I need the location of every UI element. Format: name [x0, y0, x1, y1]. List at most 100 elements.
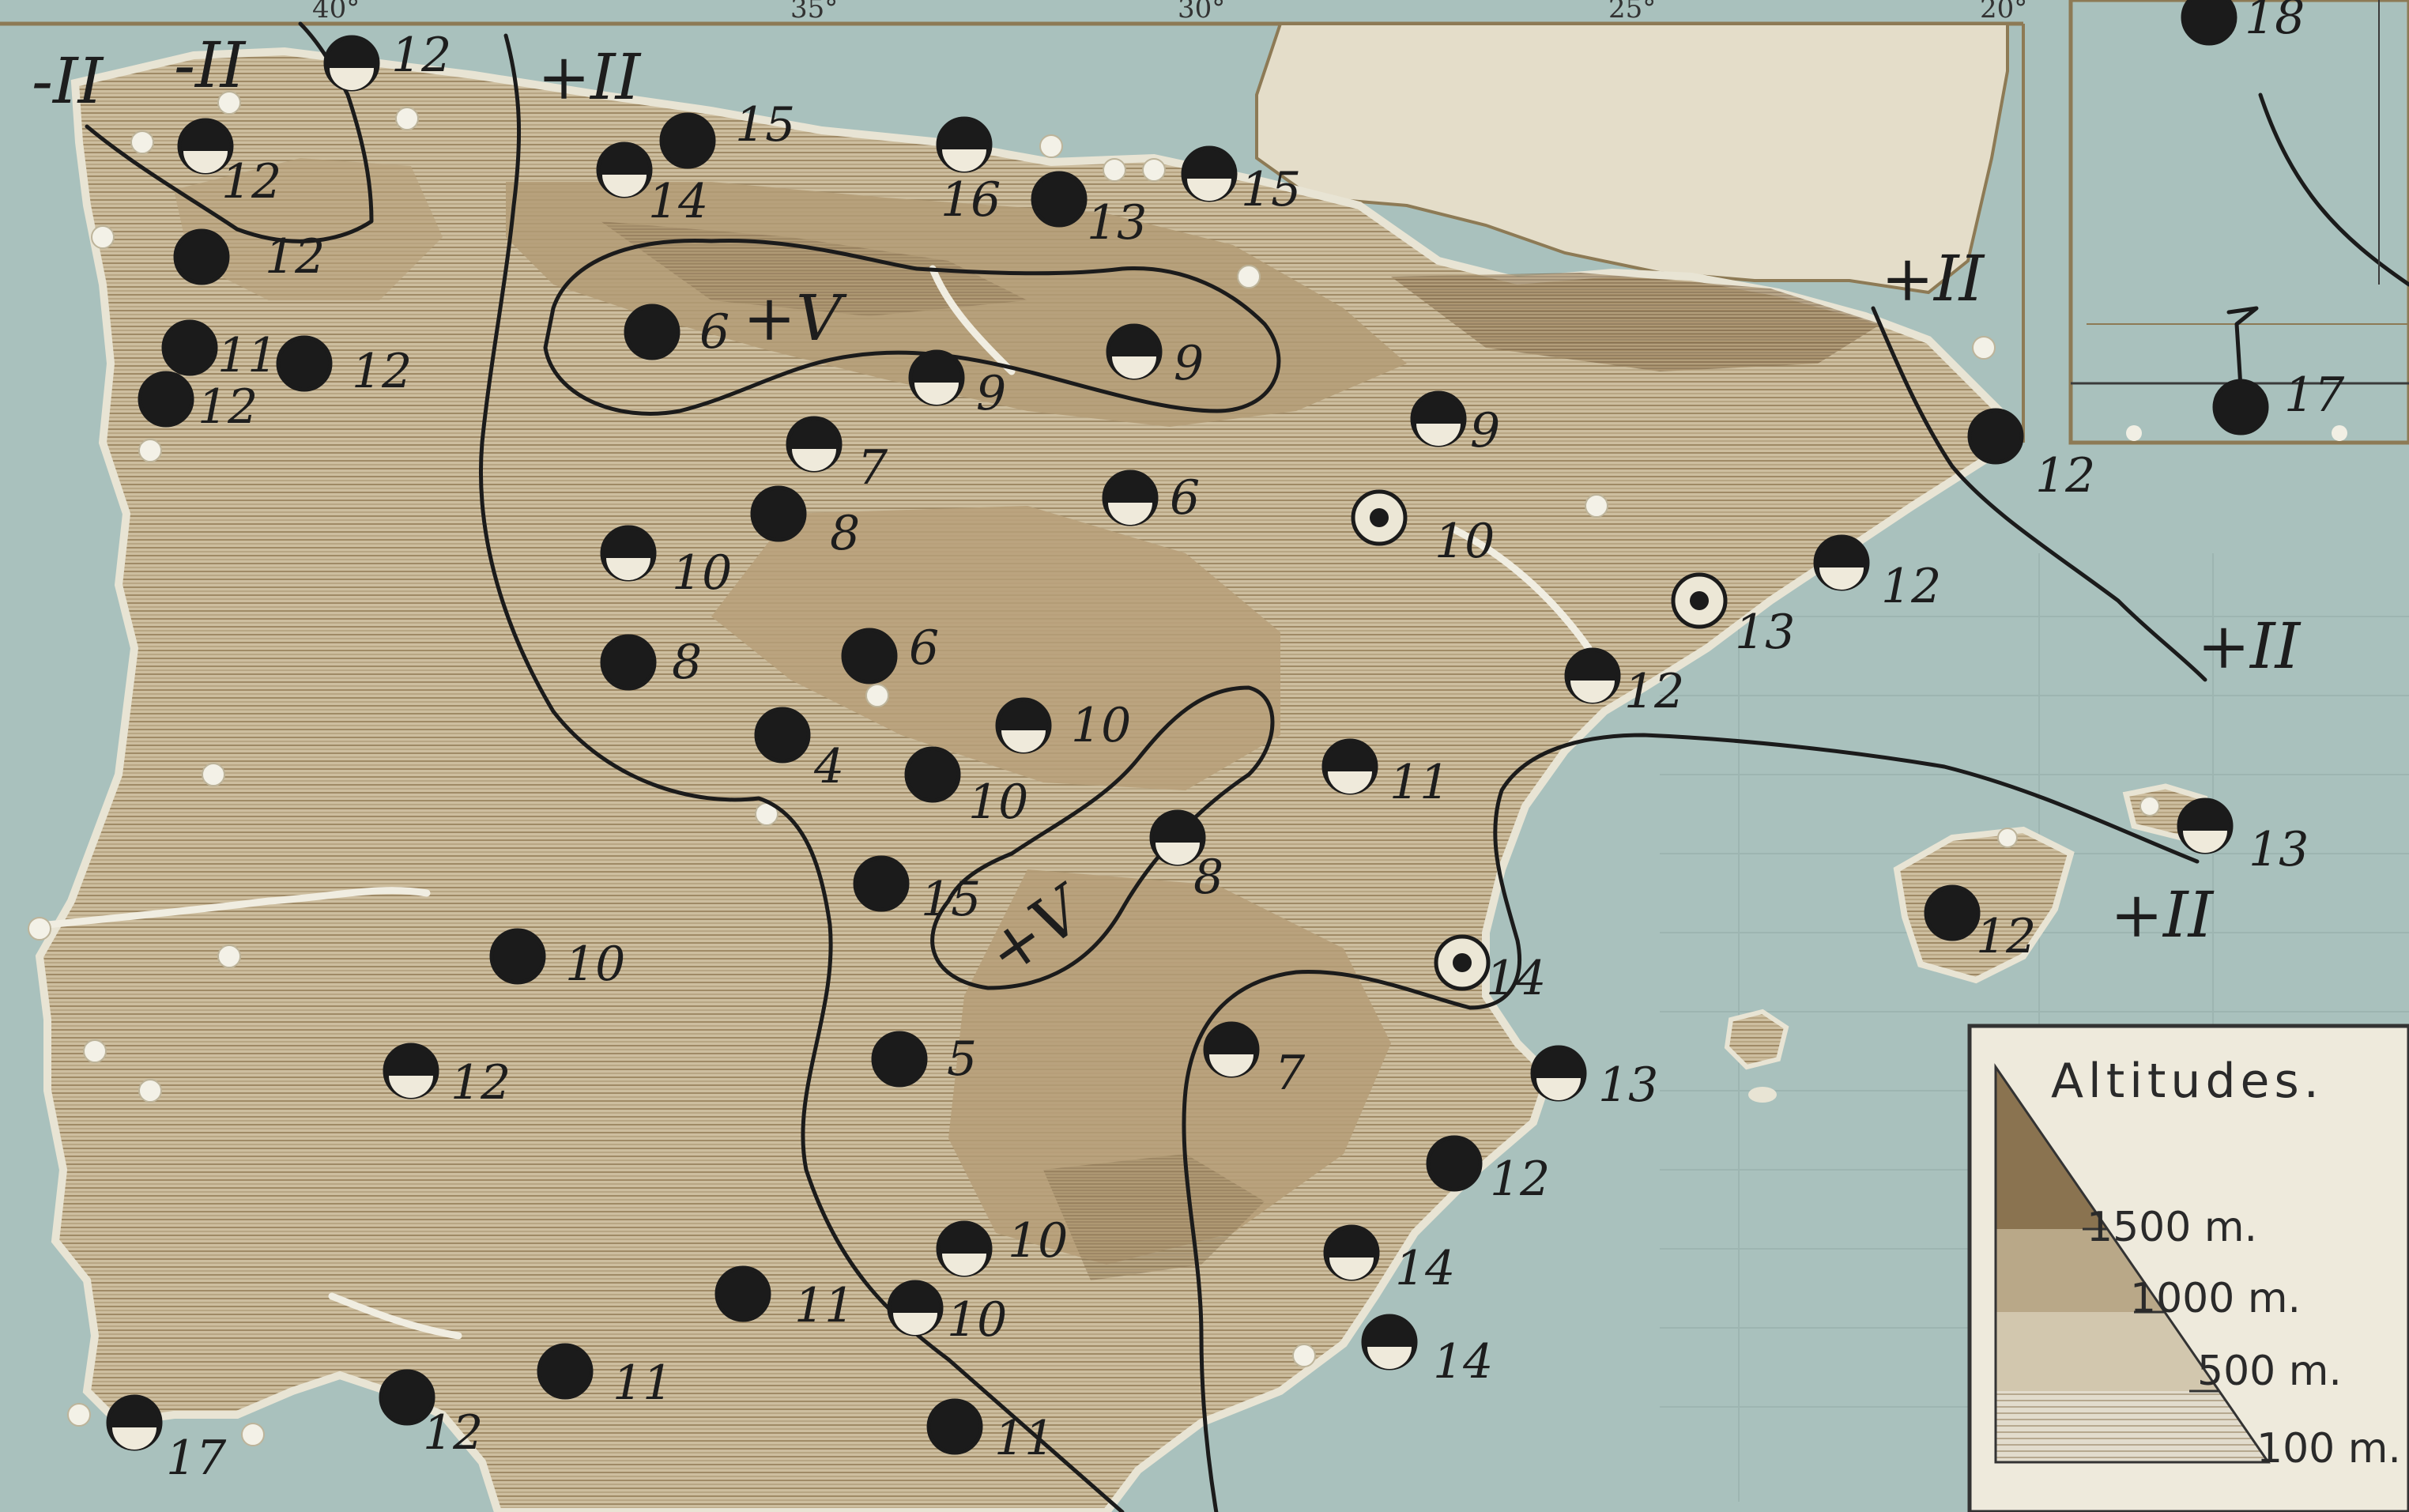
station-dot-core [1690, 591, 1709, 610]
station-value: 14 [648, 174, 708, 229]
station-marker: 15 [1181, 145, 1301, 217]
station-dot-half [1329, 1257, 1374, 1280]
station-value: 6 [909, 620, 939, 676]
degree-label: 25° [1608, 0, 1656, 25]
inset-map [2068, 0, 2409, 445]
station-dot-half [1108, 503, 1152, 525]
station-value: 8 [672, 635, 702, 690]
station-marker: 8 [750, 485, 860, 561]
station-dot-half [1001, 730, 1046, 752]
station-dot [714, 1265, 771, 1322]
degree-labels: 40° 35° 30° 25° 20° [312, 0, 2027, 25]
station-marker: 11 [1321, 738, 1450, 810]
station-dot-half [1416, 424, 1461, 446]
station-value: 10 [565, 937, 625, 992]
station-marker: 12 [1967, 408, 2095, 503]
station-dot-core [1453, 953, 1472, 972]
station-dot [1967, 408, 2024, 465]
degree-label: 20° [1980, 0, 2027, 25]
station-dot-half [1187, 179, 1231, 201]
station-value: 8 [830, 506, 860, 561]
station-value: 15 [1241, 162, 1301, 217]
station-value: 8 [1193, 850, 1223, 905]
degree-label: 35° [790, 0, 838, 25]
station-marker: 10 [995, 697, 1131, 754]
degree-label: 40° [312, 0, 360, 25]
station-dot-half [1209, 1054, 1254, 1076]
station-marker: 12 [173, 228, 325, 285]
legend-title: Altitudes. [2051, 1054, 2324, 1109]
station-dot [2212, 379, 2269, 436]
station-marker: 10 [600, 525, 732, 601]
station-dot [2181, 0, 2237, 46]
station-dot-half [942, 1254, 986, 1276]
station-marker: 11 [714, 1265, 854, 1333]
station-value: 11 [1389, 755, 1450, 810]
station-value: 12 [423, 1405, 483, 1461]
station-value: 13 [1087, 195, 1147, 251]
station-value: 10 [947, 1292, 1007, 1348]
station-dot-half [942, 149, 986, 172]
station-marker: 14 [1361, 1314, 1493, 1389]
legend-level-label: 1500 m. [2087, 1204, 2257, 1251]
station-value: 11 [217, 328, 277, 383]
station-dot [871, 1031, 928, 1088]
station-value: 12 [1976, 909, 2036, 964]
station-value: 6 [699, 304, 729, 360]
station-dot-half [1112, 356, 1156, 379]
station-dot-half [330, 68, 374, 90]
station-marker: 6 [624, 304, 729, 360]
degree-label: 30° [1178, 0, 1225, 25]
station-value: 5 [947, 1031, 977, 1087]
station-marker: 12 [1813, 534, 1941, 614]
station-dot-half [1536, 1078, 1581, 1100]
station-marker: 14 [596, 141, 708, 229]
isoline-plus-five-north [543, 238, 1281, 416]
isoline-plus-two-northeast [1871, 306, 2207, 682]
station-marker: 7 [786, 416, 888, 496]
station-marker: 10 [936, 1213, 1068, 1277]
station-marker: 13 [1671, 572, 1795, 660]
legend-level-label: 500 m. [2197, 1348, 2342, 1395]
station-dot-half [602, 175, 647, 197]
isoline-label: +II [537, 40, 642, 114]
station-value: 11 [794, 1278, 854, 1333]
station-marker: 9 [1106, 323, 1204, 391]
station-value: 10 [672, 545, 732, 601]
station-marker: 12 [276, 335, 412, 399]
isoline-plus-two-east [1182, 733, 2200, 1512]
station-value: 12 [451, 1055, 511, 1110]
station-dot [1924, 884, 1981, 941]
station-dot-half [112, 1427, 156, 1450]
station-dot [138, 371, 194, 428]
station-value: 12 [1490, 1152, 1550, 1207]
station-marker: 12 [383, 1043, 511, 1110]
station-marker: 14 [1434, 934, 1546, 1006]
station-dot-half [1155, 843, 1200, 865]
station-marker: 8 [600, 634, 702, 691]
station-value: 7 [858, 440, 888, 496]
legend-level-label: 100 m. [2256, 1425, 2401, 1472]
station-marker: 5 [871, 1031, 977, 1088]
station-marker: 7 [1203, 1021, 1306, 1101]
station-marker: 10 [887, 1280, 1007, 1348]
station-value: 12 [198, 379, 258, 435]
station-marker: 11 [926, 1398, 1054, 1466]
station-value: 11 [613, 1356, 673, 1411]
station-value: 10 [1434, 514, 1495, 569]
station-value: 12 [352, 344, 412, 399]
station-dot-core [1370, 508, 1389, 527]
station-dot-half [1570, 681, 1615, 703]
station-marker: 18 [2181, 0, 2305, 46]
station-dot [379, 1369, 435, 1426]
station-marker: 10 [904, 746, 1028, 830]
station-marker: 4 [754, 707, 844, 794]
station-value: 10 [1071, 698, 1131, 753]
isoline-label: -II [174, 28, 247, 102]
balearic-islands [1724, 783, 2217, 1103]
isoline-label: +II [1881, 242, 1985, 315]
station-dot-half [914, 383, 959, 405]
station-dot [489, 928, 546, 985]
station-dot [537, 1343, 594, 1400]
